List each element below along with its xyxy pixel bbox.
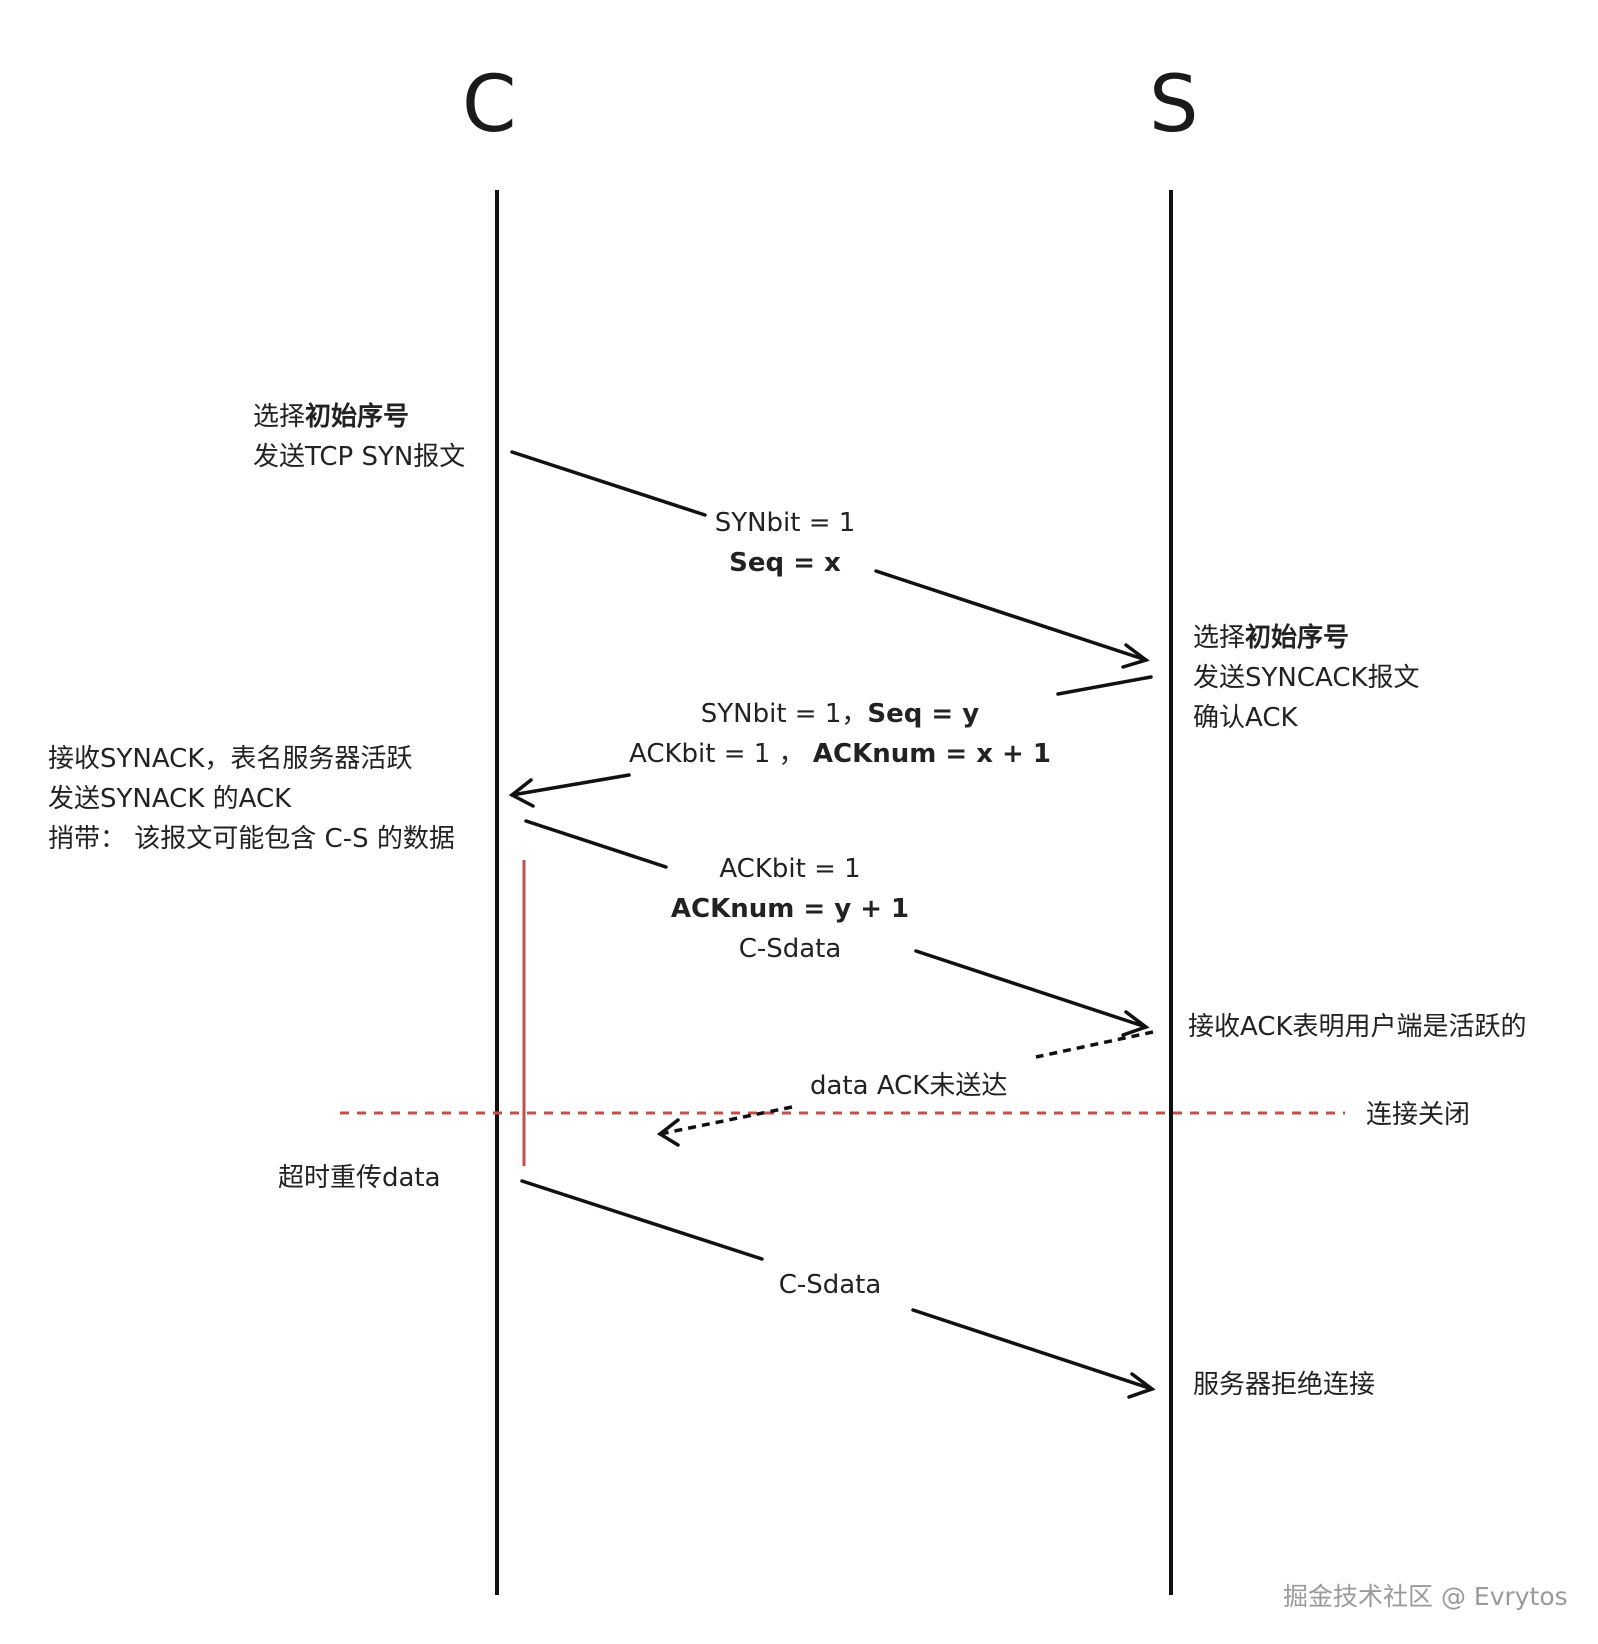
server-note-synack-line1a: 选择 xyxy=(1193,623,1246,653)
client-note-retransmit: 超时重传data xyxy=(278,1163,441,1193)
syn-message-label: SYNbit = 1 Seq = x xyxy=(640,503,930,583)
syn-field-seq: Seq = x xyxy=(729,548,841,578)
server-note-synack: 选择初始序号 发送SYNCACK报文 确认ACK xyxy=(1193,618,1420,738)
synack-field-acknum: ACKnum = x + 1 xyxy=(812,739,1051,769)
ack-field-ackbit: ACKbit = 1 xyxy=(719,854,861,884)
client-actor: C xyxy=(462,60,517,150)
synack-field-synbit: SYNbit = 1， xyxy=(700,699,868,729)
server-actor: S xyxy=(1149,60,1199,150)
client-note-syn-line2: 发送TCP SYN报文 xyxy=(253,442,466,472)
retransmit-arrow xyxy=(520,1179,1156,1399)
data-ack-lost-arrow xyxy=(659,1030,1154,1136)
data-ack-lost-arrowhead xyxy=(656,1118,680,1147)
server-note-connection-closed: 连接关闭 xyxy=(1366,1100,1471,1130)
synack-message-label: SYNbit = 1，Seq = y ACKbit = 1 ， ACKnum =… xyxy=(610,694,1070,774)
retransmit-message-label: C-Sdata xyxy=(778,1270,882,1300)
ack-field-data: C-Sdata xyxy=(738,934,842,964)
client-note-synack-line3: 捎带： 该报文可能包含 C-S 的数据 xyxy=(48,824,455,854)
synack-field-seq: Seq = y xyxy=(867,699,980,729)
server-note-refuse: 服务器拒绝连接 xyxy=(1193,1370,1376,1400)
client-note-synack-line1: 接收SYNACK，表名服务器活跃 xyxy=(48,744,413,774)
watermark: 掘金技术社区 @ Evrytos xyxy=(1283,1582,1568,1611)
synack-arrow xyxy=(508,675,1153,808)
syn-field-synbit: SYNbit = 1 xyxy=(714,508,856,538)
syn-arrow xyxy=(510,450,1150,669)
ack-field-acknum: ACKnum = y + 1 xyxy=(670,894,910,924)
client-note-synack-line2: 发送SYNACK 的ACK xyxy=(48,784,292,814)
server-note-synack-line2: 发送SYNCACK报文 xyxy=(1193,663,1420,693)
server-note-synack-line1b: 初始序号 xyxy=(1245,623,1350,653)
synack-field-ackbit: ACKbit = 1 ， xyxy=(629,739,805,769)
ack-arrow xyxy=(524,819,1150,1037)
server-note-synack-line3: 确认ACK xyxy=(1193,703,1298,733)
data-ack-lost-label: data ACK未送达 xyxy=(810,1071,1008,1101)
client-note-syn: 选择初始序号 发送TCP SYN报文 xyxy=(253,397,465,477)
client-note-synack: 接收SYNACK，表名服务器活跃 发送SYNACK 的ACK 捎带： 该报文可能… xyxy=(48,739,455,859)
client-note-syn-line1b: 初始序号 xyxy=(305,402,410,432)
server-note-ack-received: 接收ACK表明用户端是活跃的 xyxy=(1188,1012,1527,1042)
client-note-syn-line1a: 选择 xyxy=(253,402,306,432)
ack-message-label: ACKbit = 1 ACKnum = y + 1 C-Sdata xyxy=(640,849,940,969)
